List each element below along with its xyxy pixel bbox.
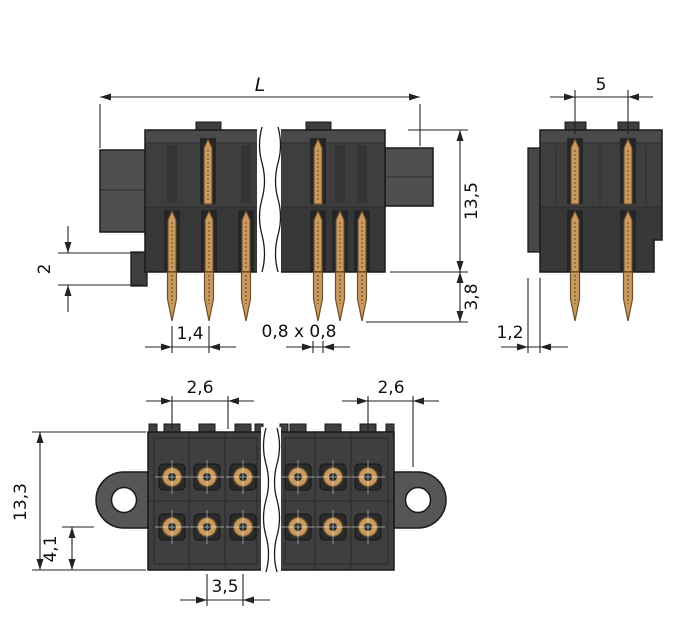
pin-contact-upper: [309, 137, 327, 205]
solder-pin: [334, 271, 346, 322]
solder-pad: [189, 459, 225, 495]
pin-contact: [566, 209, 584, 273]
solder-pin: [569, 271, 581, 322]
pin-contact-upper: [199, 137, 217, 205]
pin-contact: [163, 209, 181, 273]
dim-pin-protrusion: 3,8: [366, 272, 482, 323]
pin-contact-upper: [619, 137, 637, 205]
dim-label-foot-height: 2: [35, 264, 55, 275]
bottom-body-right: [278, 431, 395, 571]
solder-pad: [350, 459, 386, 495]
dim-label-pin-pitch: 1,4: [176, 324, 203, 344]
dim-label-pin-cross-section: 0,8 x 0,8: [262, 322, 337, 342]
solder-pin: [166, 271, 178, 322]
solder-pad: [280, 459, 316, 495]
dim-label-pitch-left: 2,6: [186, 378, 213, 398]
dim-label-pin-protrusion: 3,8: [462, 283, 482, 310]
front-body-left: [144, 129, 263, 273]
break-lines-bottom: [261, 427, 281, 575]
solder-pad: [225, 459, 261, 495]
solder-pin: [203, 271, 215, 322]
solder-pad: [189, 509, 225, 545]
dim-pin-cross-section: 0,8 x 0,8: [262, 322, 350, 353]
dim-latch-depth: 1,2: [496, 278, 568, 353]
pin-contact: [200, 209, 218, 273]
pin-contact-upper: [566, 137, 584, 205]
front-left-flange: [99, 149, 147, 233]
pin-contact: [309, 209, 327, 273]
dim-label-pin-spacing: 5: [596, 75, 607, 95]
solder-pin: [312, 271, 324, 322]
dim-label-overall-height: 13,3: [11, 483, 31, 521]
right-mounting-hole: [404, 486, 432, 514]
dim-length: L: [99, 74, 421, 148]
solder-pin: [356, 271, 368, 322]
solder-pad: [154, 509, 190, 545]
front-view: [99, 121, 434, 322]
dim-foot-height: 2: [35, 226, 142, 312]
dim-label-length: L: [255, 74, 266, 96]
bottom-view: [95, 423, 447, 575]
dim-label-latch-depth: 1,2: [496, 323, 523, 343]
solder-pin: [240, 271, 252, 322]
solder-pad: [225, 509, 261, 545]
solder-pad: [154, 459, 190, 495]
solder-pad: [315, 459, 351, 495]
pin-contact: [237, 209, 255, 273]
break-lines-front: [257, 126, 282, 276]
dim-pitch-left: 2,6: [146, 378, 254, 429]
side-body: [539, 129, 663, 273]
solder-pad: [350, 509, 386, 545]
dim-overall-height: 13,3: [11, 431, 146, 571]
dim-body-height: 13,5: [390, 129, 482, 273]
dim-pin-pitch: 1,4: [145, 324, 236, 353]
front-body-right: [277, 129, 386, 273]
dim-label-hole-pitch: 3,5: [211, 577, 238, 597]
dim-pitch-right: 2,6: [342, 378, 439, 467]
dim-row-offset: 4,1: [41, 526, 94, 570]
solder-pad: [315, 509, 351, 545]
bottom-body-left: [147, 431, 264, 571]
dim-label-body-height: 13,5: [462, 182, 482, 220]
side-view: [527, 121, 663, 322]
dim-label-row-offset: 4,1: [41, 535, 61, 562]
pin-contact: [353, 209, 371, 273]
left-mounting-hole: [110, 486, 138, 514]
pin-contact: [619, 209, 637, 273]
dim-hole-pitch: 3,5: [180, 574, 270, 606]
dim-pin-spacing: 5: [550, 75, 653, 134]
solder-pad: [280, 509, 316, 545]
dim-label-pitch-right: 2,6: [377, 378, 404, 398]
pin-contact: [331, 209, 349, 273]
solder-pin: [622, 271, 634, 322]
